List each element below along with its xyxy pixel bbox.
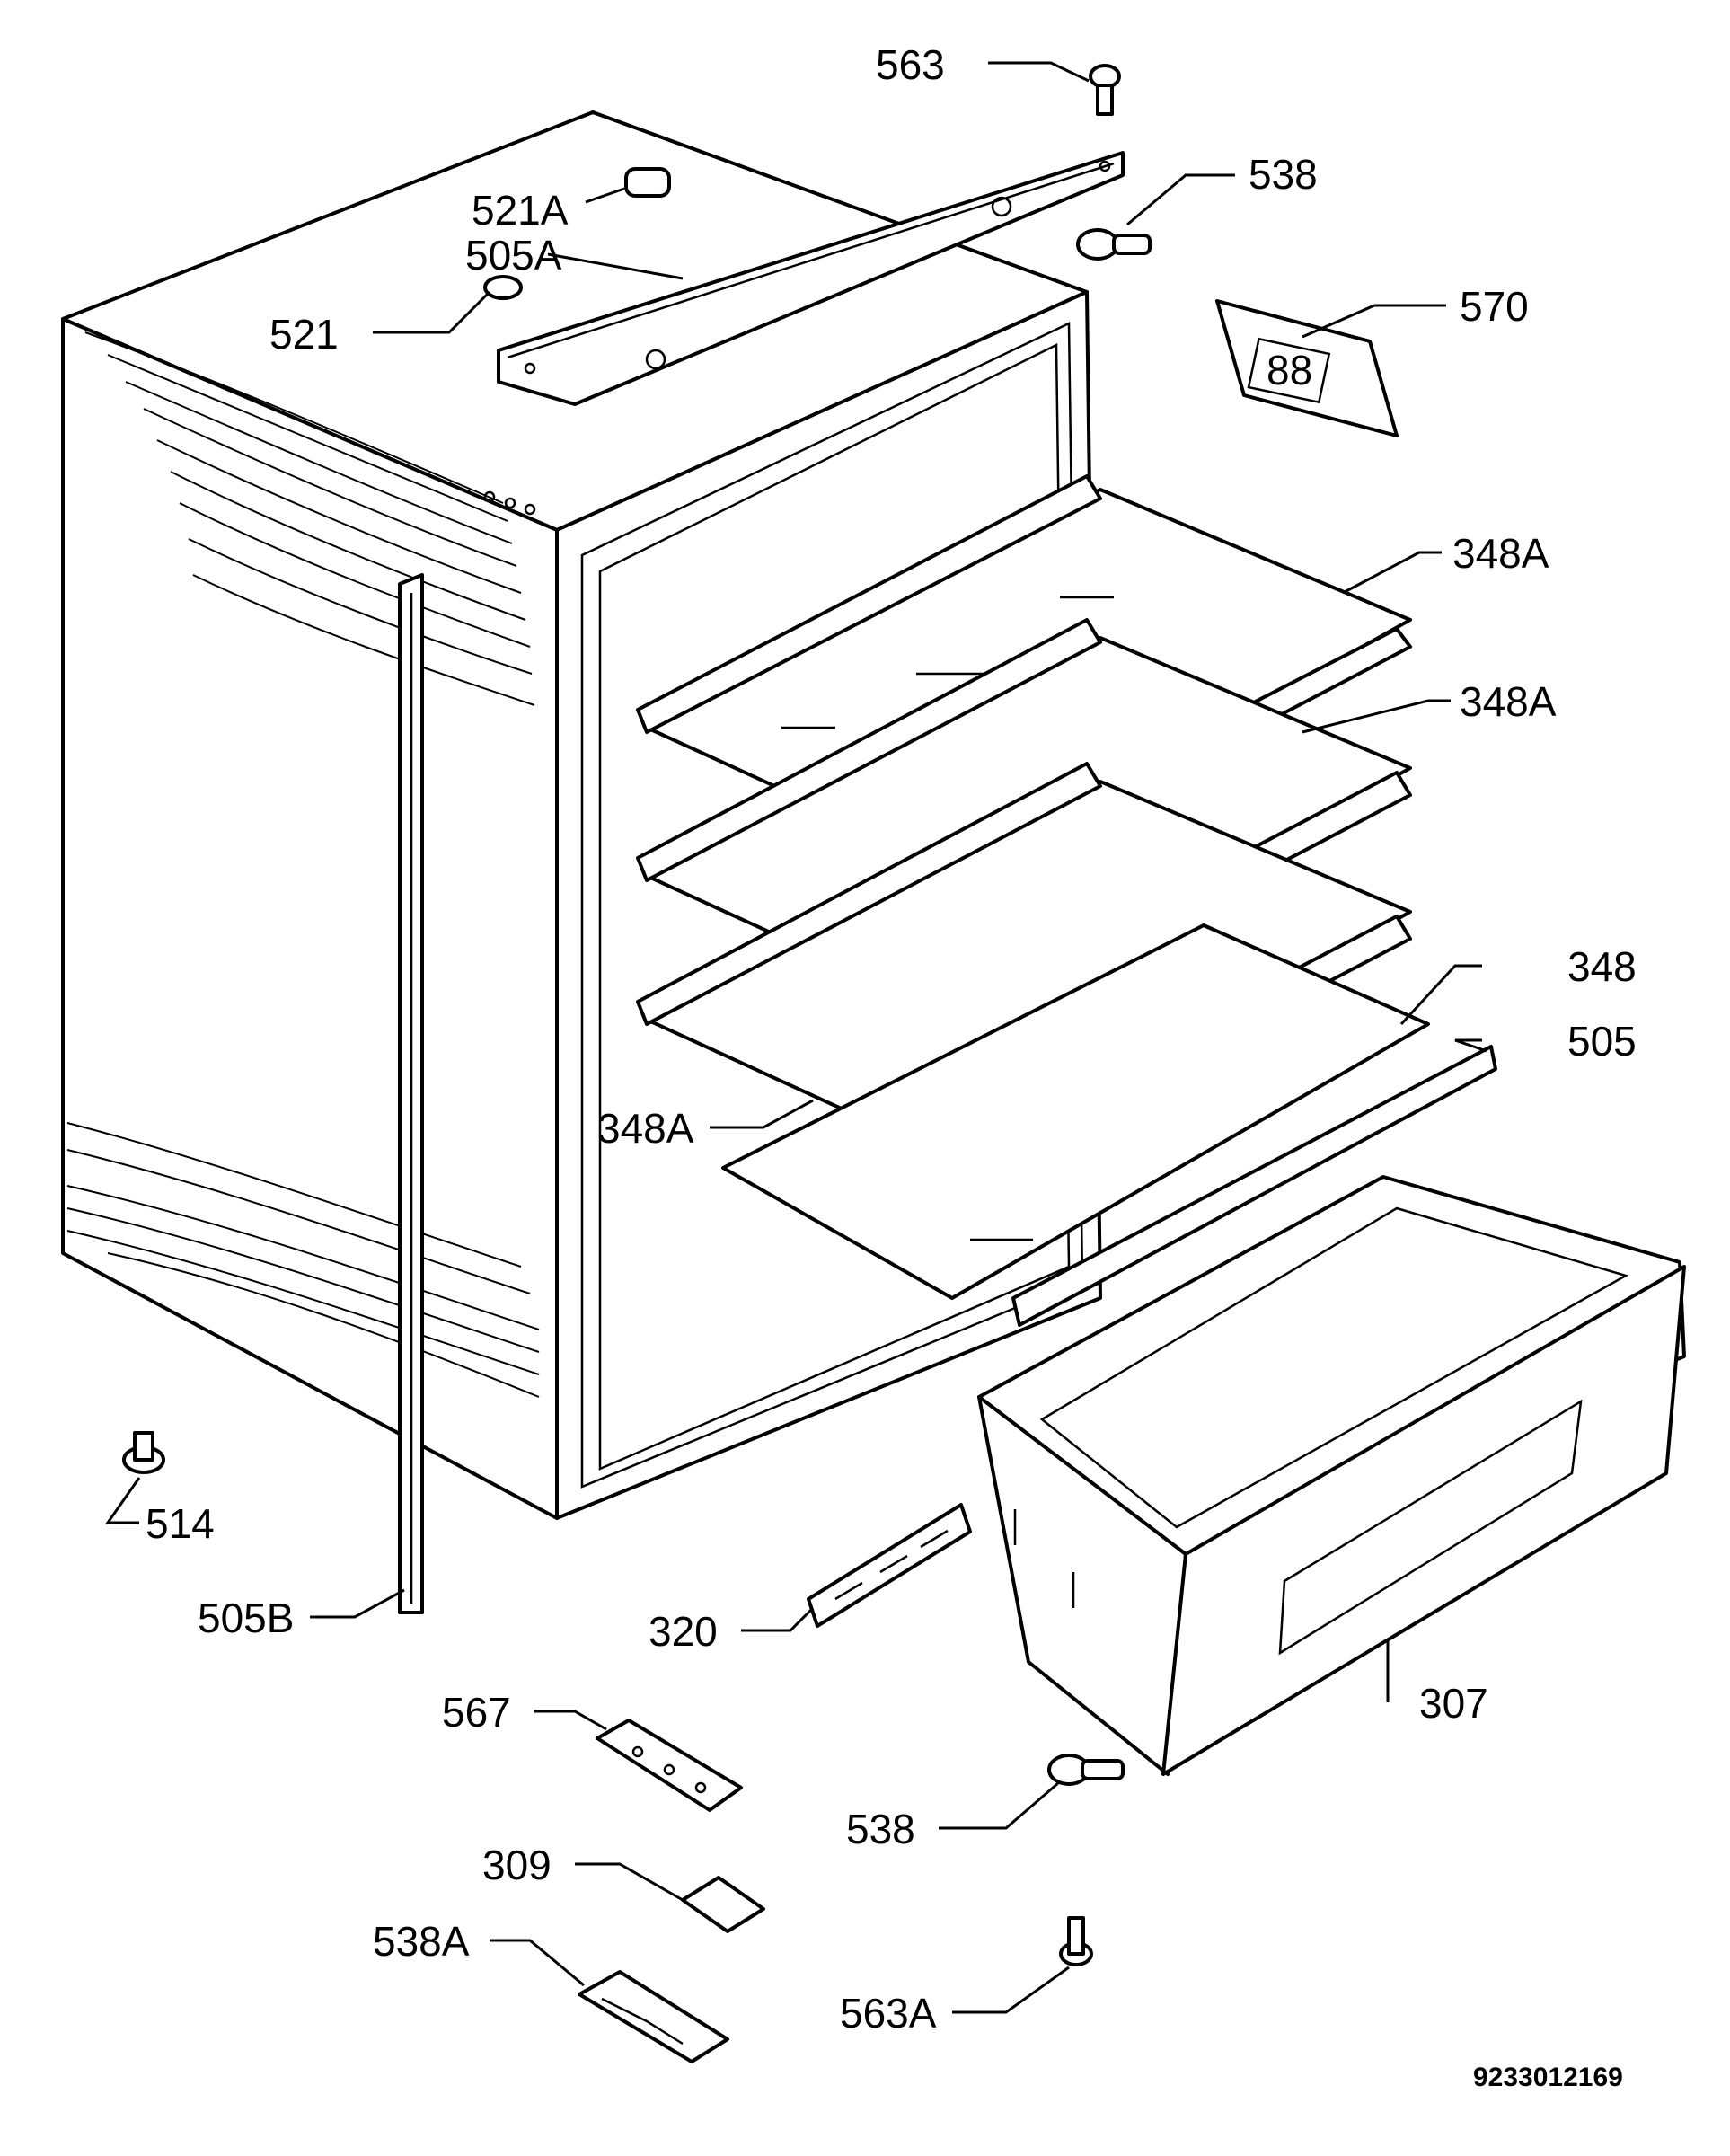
callout-505B: 505B: [198, 1595, 294, 1641]
callout-567: 567: [442, 1689, 511, 1736]
foot-514: [122, 1431, 165, 1474]
callout-labels: 563 538 521A 505A 521 570 348A 348A 348 …: [146, 41, 1637, 2037]
svg-text:88: 88: [1267, 347, 1312, 393]
screw-563A: [1059, 1916, 1093, 1966]
callout-505A: 505A: [465, 232, 562, 278]
callout-563A: 563A: [840, 1990, 937, 2037]
document-number: 9233012169: [1473, 2063, 1623, 2092]
hinge-pin-538-bottom: [1047, 1754, 1125, 1786]
cap-521: [483, 275, 523, 300]
part-320: [807, 1503, 972, 1628]
side-shading: [66, 331, 540, 1398]
screw-563: [1089, 64, 1121, 116]
callout-348A-2: 348A: [1460, 678, 1557, 725]
thermostat-panel-570: 88: [1215, 299, 1399, 437]
callout-348A-1: 348A: [1452, 530, 1549, 577]
callout-309: 309: [482, 1842, 552, 1888]
callout-521A: 521A: [472, 187, 569, 234]
callout-570: 570: [1460, 283, 1529, 330]
top-hinge-bracket: [497, 151, 1125, 406]
leader-lines: [105, 61, 1487, 2014]
hinge-pin-538-top: [1076, 228, 1152, 261]
callout-348A-3: 348A: [597, 1105, 694, 1152]
callout-521: 521: [269, 311, 339, 358]
callout-505: 505: [1567, 1018, 1637, 1065]
callout-538-bottom: 538: [846, 1806, 915, 1852]
part-309: [681, 1876, 765, 1933]
callout-538A: 538A: [373, 1918, 470, 1965]
rail-505: [1011, 1045, 1497, 1327]
callout-307: 307: [1419, 1680, 1488, 1727]
glass-plate-348: [721, 923, 1430, 1300]
part-538A: [578, 1970, 729, 2063]
part-567: [596, 1719, 743, 1812]
cap-521A: [624, 167, 671, 198]
callout-563: 563: [876, 41, 945, 88]
crisper-drawer-307: [977, 1175, 1686, 1776]
callout-538-top: 538: [1249, 151, 1318, 198]
callout-514: 514: [146, 1500, 215, 1547]
callout-348: 348: [1567, 943, 1637, 990]
callout-320: 320: [649, 1608, 718, 1655]
